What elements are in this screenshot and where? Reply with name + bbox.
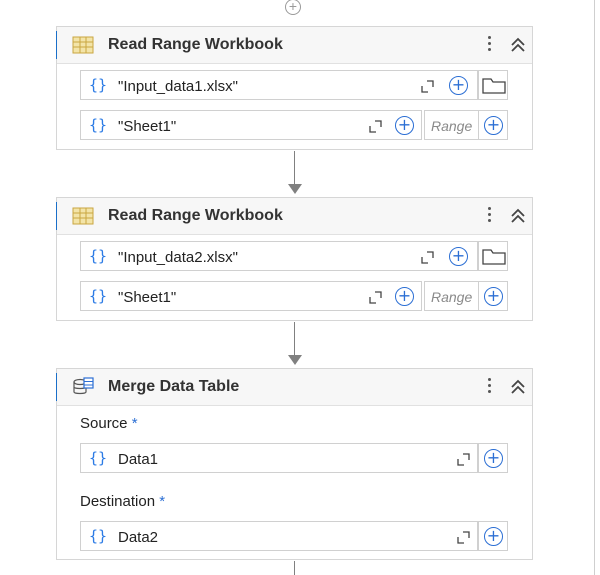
expand-editor-icon[interactable]: [369, 291, 382, 304]
expression-braces-icon: {}: [89, 247, 108, 265]
required-marker: *: [131, 415, 138, 432]
more-options-icon[interactable]: [484, 33, 494, 57]
destination-label: Destination *: [80, 493, 166, 510]
more-options-icon[interactable]: [484, 375, 494, 399]
destination-add-variable-button[interactable]: +: [478, 521, 508, 551]
sheet-name-value: "Sheet1": [118, 118, 177, 135]
expression-braces-icon: {}: [89, 116, 108, 134]
source-label: Source *: [80, 415, 138, 432]
workbook-path-field[interactable]: {} "Input_data1.xlsx" +: [80, 70, 478, 100]
source-value: Data1: [118, 451, 159, 468]
add-variable-icon[interactable]: +: [449, 76, 468, 95]
collapse-icon[interactable]: [509, 204, 527, 228]
destination-value: Data2: [118, 529, 159, 546]
range-field[interactable]: Range: [424, 281, 479, 311]
add-variable-icon: +: [484, 287, 503, 306]
sheet-name-value: "Sheet1": [118, 289, 177, 306]
add-variable-icon[interactable]: +: [395, 116, 414, 135]
connector-arrow: [288, 355, 302, 365]
add-variable-icon: +: [484, 527, 503, 546]
activity-card-read-range-1[interactable]: Read Range Workbook {} "Input_data1.xlsx…: [56, 26, 533, 150]
activity-header[interactable]: Read Range Workbook: [57, 198, 532, 235]
browse-folder-button[interactable]: [478, 241, 508, 271]
activity-title: Merge Data Table: [108, 378, 240, 395]
connector-arrow: [288, 184, 302, 194]
expression-braces-icon: {}: [89, 449, 108, 467]
activity-title: Read Range Workbook: [108, 207, 283, 224]
sequence-connector: [294, 322, 295, 355]
range-add-variable-button[interactable]: +: [478, 281, 508, 311]
excel-workbook-icon: [72, 36, 94, 54]
activity-title: Read Range Workbook: [108, 36, 283, 53]
folder-icon: [482, 249, 506, 265]
more-options-icon[interactable]: [484, 204, 494, 228]
range-field[interactable]: Range: [424, 110, 479, 140]
range-placeholder: Range: [431, 289, 473, 305]
add-variable-icon[interactable]: +: [395, 287, 414, 306]
workbook-path-value: "Input_data2.xlsx": [118, 249, 238, 266]
add-variable-icon: +: [484, 116, 503, 135]
add-variable-icon: +: [484, 449, 503, 468]
activity-header[interactable]: Merge Data Table: [57, 369, 532, 406]
range-add-variable-button[interactable]: +: [478, 110, 508, 140]
sequence-connector: [294, 561, 295, 575]
sequence-connector: [294, 151, 295, 184]
expand-editor-icon[interactable]: [457, 531, 470, 544]
expand-editor-icon[interactable]: [421, 251, 434, 264]
expression-braces-icon: {}: [89, 76, 108, 94]
excel-workbook-icon: [72, 207, 94, 225]
expression-braces-icon: {}: [89, 287, 108, 305]
activity-header[interactable]: Read Range Workbook: [57, 27, 532, 64]
collapse-icon[interactable]: [509, 375, 527, 399]
sheet-name-field[interactable]: {} "Sheet1" +: [80, 110, 422, 140]
workbook-path-value: "Input_data1.xlsx": [118, 78, 238, 95]
add-variable-icon[interactable]: +: [449, 247, 468, 266]
insert-activity-button[interactable]: +: [285, 0, 301, 15]
expression-braces-icon: {}: [89, 527, 108, 545]
merge-datatable-icon: [73, 377, 94, 395]
expand-editor-icon[interactable]: [369, 120, 382, 133]
collapse-icon[interactable]: [509, 33, 527, 57]
required-marker: *: [159, 493, 166, 510]
destination-field[interactable]: {} Data2: [80, 521, 478, 551]
range-placeholder: Range: [431, 118, 473, 134]
expand-editor-icon[interactable]: [421, 80, 434, 93]
source-add-variable-button[interactable]: +: [478, 443, 508, 473]
panel-divider: [594, 0, 595, 575]
workbook-path-field[interactable]: {} "Input_data2.xlsx" +: [80, 241, 478, 271]
source-field[interactable]: {} Data1: [80, 443, 478, 473]
activity-card-merge-data-table[interactable]: Merge Data Table Source * {} Data1 + Des…: [56, 368, 533, 560]
folder-icon: [482, 78, 506, 94]
expand-editor-icon[interactable]: [457, 453, 470, 466]
sheet-name-field[interactable]: {} "Sheet1" +: [80, 281, 422, 311]
browse-folder-button[interactable]: [478, 70, 508, 100]
activity-card-read-range-2[interactable]: Read Range Workbook {} "Input_data2.xlsx…: [56, 197, 533, 321]
